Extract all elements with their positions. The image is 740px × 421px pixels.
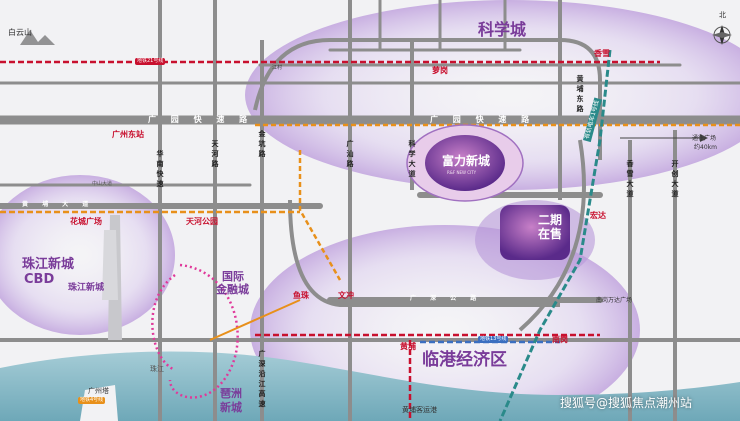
- place-zengcheng: 通往广场: [692, 135, 717, 142]
- road-xiangxue: 香雪大道: [626, 160, 634, 200]
- district-zhujiang-cbd-line2: CBD: [24, 272, 55, 287]
- district-zhujiang-cbd-line1: 珠江新城: [22, 257, 75, 272]
- phase2-line1: 二期: [538, 213, 563, 227]
- metro-line-orange-diag: [209, 299, 301, 341]
- phase2-box: [500, 205, 570, 260]
- metro-line-teal-tram: [498, 49, 612, 421]
- district-kexue: 科学城: [478, 20, 527, 39]
- place-guangzhou-tower: 广州塔: [88, 387, 109, 395]
- district-pazhou-line2: 新城: [220, 401, 242, 414]
- road-jinkeng: 金坑路: [258, 130, 266, 160]
- place-hongda: 宏达: [590, 211, 606, 220]
- project-name-en: R&F NEW CITY: [447, 170, 477, 175]
- metro-line-pink-loop: [168, 263, 239, 399]
- road-huangpu-east: 黄埔东路: [576, 75, 584, 115]
- road-huangpu-dadao: 黄 埔 大 道: [22, 201, 95, 208]
- place-baiyunshan: 白云山: [8, 28, 32, 37]
- road-kexue-ave: 科学大道: [408, 140, 416, 180]
- district-zhujiang-small: 珠江新城: [68, 283, 105, 293]
- project-name: 富力新城: [442, 154, 491, 168]
- place-yuzhu: 鱼珠: [293, 291, 309, 300]
- metro-line-pink-loop2: [151, 273, 176, 372]
- watermark: 搜狐号@搜狐焦点潮州站: [560, 396, 693, 410]
- zhujiang-bubble: [0, 175, 175, 335]
- district-pazhou-line1: 琶洲: [220, 387, 242, 400]
- place-huangpu: 黄埔: [400, 342, 416, 351]
- place-zengcheng-distance: 约40km: [694, 144, 717, 151]
- place-nangang: 南岗: [552, 335, 568, 344]
- river-label: 珠江: [150, 365, 164, 373]
- place-jiangcun: 江村: [272, 65, 283, 71]
- road-guangyuan-east: 广 园 快 速 路: [430, 115, 536, 124]
- metro-badge-line21: 地铁21号线: [135, 58, 166, 65]
- road-guangshen: 广 深 公 路: [410, 295, 483, 302]
- place-north: 北: [719, 11, 726, 19]
- place-huacheng: 花城广场: [70, 217, 102, 226]
- road-huanan: 华南快速: [156, 150, 164, 190]
- place-guangzhou-east: 广州东站: [112, 130, 144, 139]
- pearl-river: [0, 351, 740, 421]
- place-tianhe-park: 天河公园: [186, 217, 218, 226]
- metro-line-orange-vertical: [298, 150, 342, 281]
- place-nangang-wanda: 南岗万达广场: [596, 297, 633, 304]
- north-compass-icon: [712, 25, 732, 45]
- road-dongguan: 广深沿江高速: [258, 350, 266, 410]
- place-huangpu-port: 黄埔客运港: [402, 406, 437, 414]
- district-guoji-line1: 国际: [222, 270, 244, 283]
- district-lingang: 临港经济区: [422, 350, 507, 370]
- road-tianhe: 天河路: [211, 140, 219, 170]
- road-kaichuang: 开创大道: [671, 160, 679, 200]
- road-zhongshan: 中山大道: [92, 181, 113, 187]
- project-core: [425, 135, 505, 191]
- place-xiangxue: 香雪: [594, 49, 610, 58]
- kexue-bubble: [245, 0, 740, 190]
- place-wenchong: 文冲: [338, 291, 354, 300]
- metro-badge-line4: 地铁4号线: [78, 397, 106, 404]
- metro-badge-line13: 地铁13号线: [478, 336, 509, 343]
- district-guoji-line2: 金融城: [216, 283, 249, 296]
- road-guangyuan: 广 园 快 速 路: [148, 115, 254, 124]
- road-guangshan: 广汕路: [346, 140, 354, 170]
- phase2-line2: 在售: [538, 227, 563, 241]
- place-luogang: 萝岗: [432, 66, 448, 75]
